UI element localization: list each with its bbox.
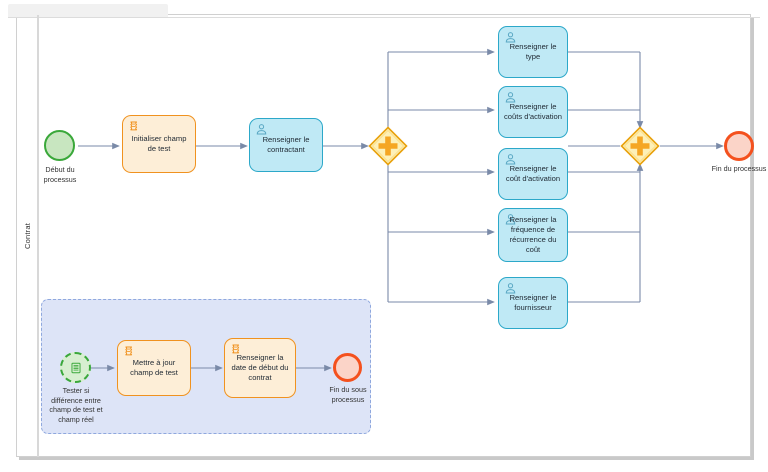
start-event-debut-du-processus[interactable] [44, 130, 75, 161]
user-task-icon [504, 282, 517, 295]
script-task-icon [230, 343, 243, 356]
start-event-label-line2: processus [43, 174, 77, 184]
gateway-plus-glyph [378, 136, 398, 156]
task-label: Renseigner la fréquence de récurrence du… [509, 214, 557, 255]
sub-end-label-line2: processus [331, 394, 365, 404]
conditional-start-event-icon [70, 362, 81, 373]
task-label: Renseigner la date de début du contrat [231, 352, 289, 382]
task-renseigner-la-date-de-debut-du-contrat[interactable]: Renseigner la date de début du contrat [224, 338, 296, 398]
subprocess-container[interactable] [41, 299, 371, 434]
start-event-label-line1: Début du [45, 165, 75, 174]
task-renseigner-le-cout-d-activation[interactable]: Renseigner le coût d'activation [498, 148, 568, 200]
user-task-icon [504, 213, 517, 226]
task-renseigner-le-type[interactable]: Renseigner le type [498, 26, 568, 78]
task-mettre-a-jour-champ-de-test[interactable]: Mettre à jour champ de test [117, 340, 191, 396]
window-tab-strip[interactable] [8, 4, 168, 18]
parallel-gateway-join[interactable] [620, 126, 660, 166]
user-task-icon [504, 31, 517, 44]
end-event-label: Fin du processus [711, 164, 767, 173]
task-renseigner-le-contractant[interactable]: Renseigner le contractant [249, 118, 323, 172]
task-label: Mettre à jour champ de test [130, 357, 178, 377]
task-label: Renseigner le coûts d'activation [503, 101, 562, 121]
task-label: Renseigner le coût d'activation [505, 163, 561, 183]
sub-start-label-line2: différence entre [51, 395, 101, 405]
user-task-icon [255, 123, 268, 136]
user-task-icon [504, 91, 517, 104]
conditional-start-event-tester-si-difference[interactable] [60, 352, 91, 383]
task-initialiser-champ-de-test[interactable]: Initialiser champ de test [122, 115, 196, 173]
conditional-start-event-label: Tester si différence entre champ de test… [31, 386, 121, 424]
sub-start-label-line4: champ réel [58, 414, 94, 424]
sub-end-label-line1: Fin du sous [329, 385, 367, 394]
task-label: Renseigner le fournisseur [509, 292, 557, 312]
pool-label-text: Contrat [22, 223, 32, 249]
start-event-label: Début du processus [22, 165, 98, 184]
task-renseigner-le-fournisseur[interactable]: Renseigner le fournisseur [498, 277, 568, 329]
gateway-plus-glyph [630, 136, 650, 156]
tab-underline [8, 17, 760, 18]
pool-header [16, 15, 38, 457]
script-task-icon [123, 345, 136, 358]
task-renseigner-la-frequence-de-recurrence-du-cout[interactable]: Renseigner la fréquence de récurrence du… [498, 208, 568, 262]
parallel-gateway-split[interactable] [368, 126, 408, 166]
task-label: Renseigner le contractant [262, 134, 310, 154]
sub-start-label-line3: champ de test et [49, 405, 103, 414]
end-event-fin-du-processus[interactable] [724, 131, 754, 161]
script-task-icon [128, 120, 141, 133]
lane-divider [38, 15, 39, 457]
task-label: Initialiser champ de test [131, 133, 187, 153]
user-task-icon [504, 153, 517, 166]
task-renseigner-le-couts-d-activation[interactable]: Renseigner le coûts d'activation [498, 86, 568, 138]
task-label: Renseigner le type [509, 41, 557, 61]
end-event-fin-du-sous-processus[interactable] [333, 353, 362, 382]
sub-start-label-line1: Tester si [62, 386, 90, 395]
sub-end-event-label: Fin du sous processus [313, 385, 383, 404]
